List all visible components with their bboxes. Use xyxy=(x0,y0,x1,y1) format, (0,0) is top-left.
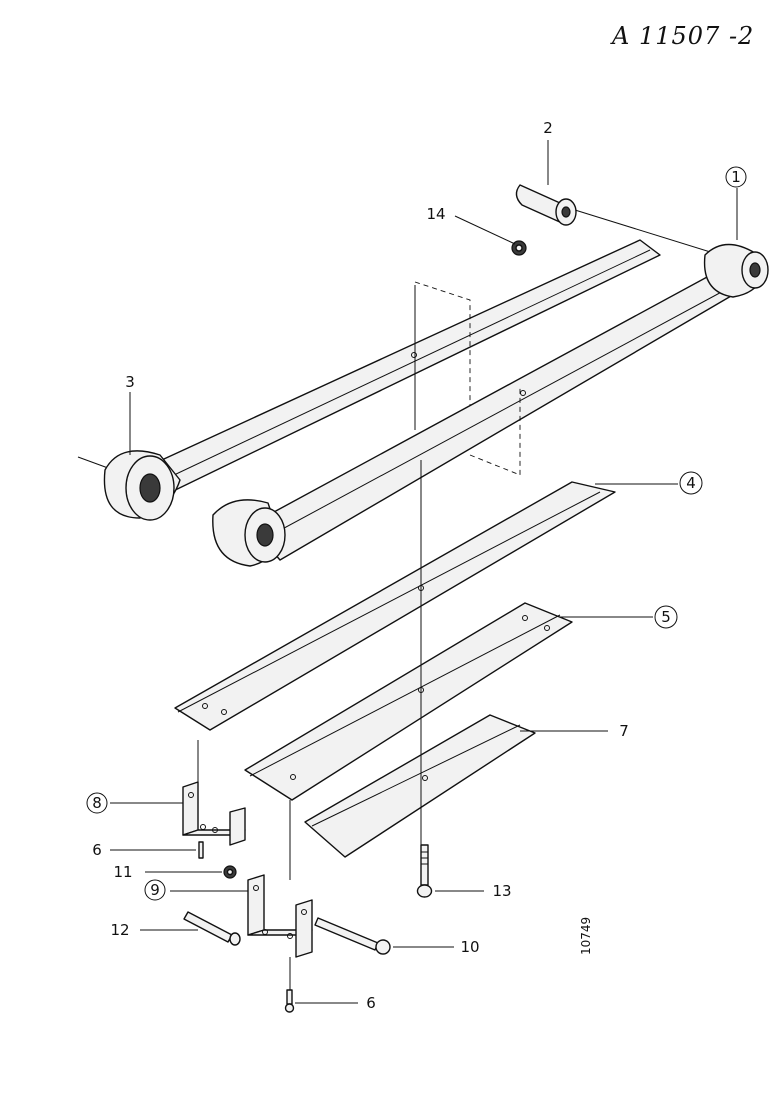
callout-9: 9 xyxy=(144,879,166,901)
callout-12: 12 xyxy=(110,921,129,939)
main-leaf-spring xyxy=(77,209,756,561)
nut-14 xyxy=(511,240,527,256)
drawing-id: A 11507 -2 xyxy=(610,22,754,50)
callout-6-lower: 6 xyxy=(366,994,376,1012)
callout-13: 13 xyxy=(492,882,511,900)
leader-lines xyxy=(110,140,738,1004)
bolt-10 xyxy=(314,917,391,955)
callout-8: 8 xyxy=(86,792,108,814)
callout-2: 2 xyxy=(543,119,553,137)
callout-3: 3 xyxy=(125,373,135,391)
bolt-6-lower xyxy=(284,989,295,1013)
figure-number: 10749 xyxy=(579,917,593,955)
pin-12 xyxy=(183,911,241,946)
svg-text:8: 8 xyxy=(92,794,102,812)
leaf-7 xyxy=(304,714,536,858)
bolt-6-upper xyxy=(198,841,204,859)
svg-text:4: 4 xyxy=(686,474,696,492)
bush-2 xyxy=(515,184,577,226)
svg-text:1: 1 xyxy=(731,168,741,186)
callout-1: 1 xyxy=(725,166,747,188)
bracket-8 xyxy=(182,740,246,846)
callout-4: 4 xyxy=(679,471,703,495)
callout-10: 10 xyxy=(460,938,479,956)
spring-eye-front xyxy=(212,499,286,567)
leaf-4 xyxy=(174,481,616,731)
callout-14: 14 xyxy=(426,205,445,223)
spring-eye-3 xyxy=(103,450,181,521)
svg-text:9: 9 xyxy=(150,881,160,899)
svg-text:5: 5 xyxy=(661,608,671,626)
centre-bolt-13 xyxy=(416,844,433,898)
bracket-9 xyxy=(247,800,313,990)
spring-eye-1 xyxy=(703,243,769,298)
callout-6-upper: 6 xyxy=(92,841,102,859)
callout-7: 7 xyxy=(619,722,629,740)
nut-11 xyxy=(223,865,237,879)
callout-11: 11 xyxy=(113,863,132,881)
leaf-5 xyxy=(244,602,573,801)
callout-5: 5 xyxy=(654,605,678,629)
